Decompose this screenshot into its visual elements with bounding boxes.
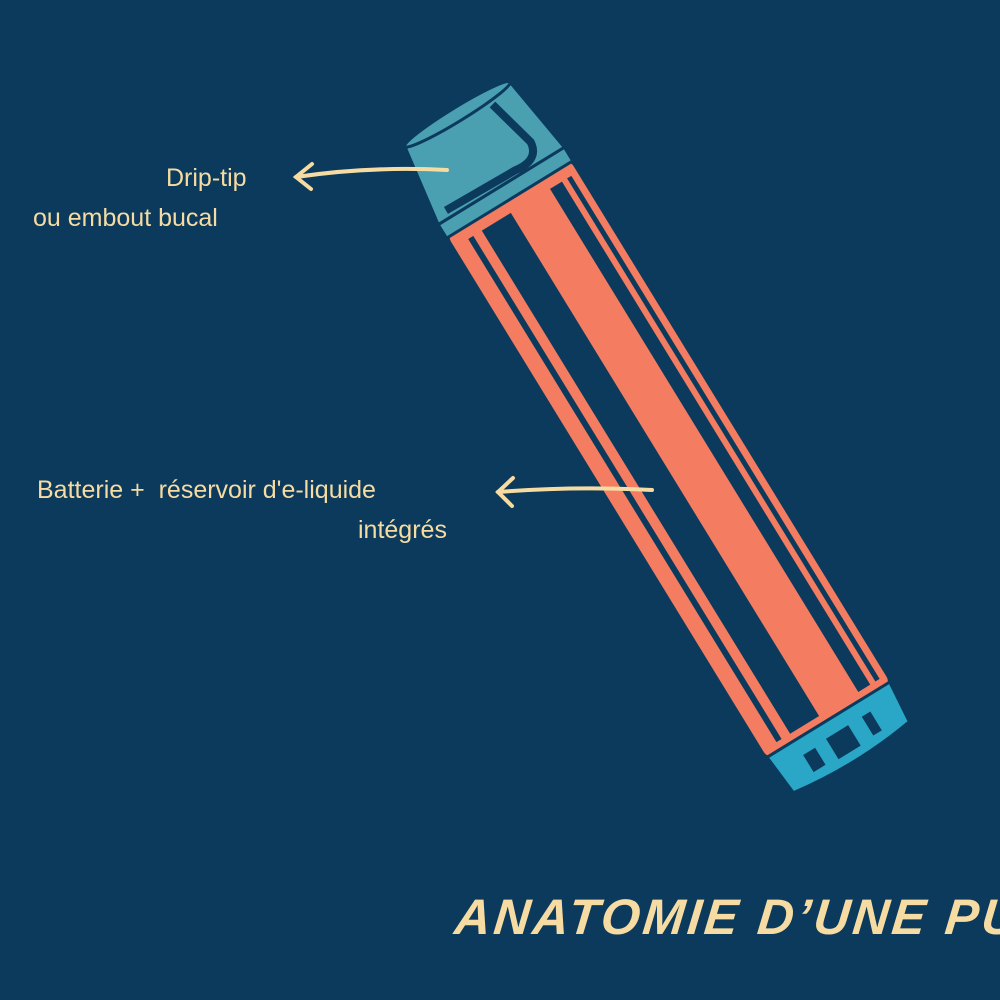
arrow-icon bbox=[495, 476, 654, 508]
mouthpiece-top bbox=[402, 79, 512, 149]
arrow-icon bbox=[292, 162, 449, 191]
drip-tip-sublabel: ou embout bucal bbox=[33, 204, 218, 232]
body-stripe bbox=[567, 175, 880, 682]
battery-sublabel: intégrés bbox=[358, 516, 447, 544]
body-stripe bbox=[550, 181, 871, 692]
battery-label: Batterie + réservoir d'e-liquide bbox=[37, 476, 376, 504]
cap-notch bbox=[861, 711, 882, 736]
cap-notch bbox=[803, 747, 826, 773]
page-title: ANATOMIE D’UNE PUFF bbox=[452, 889, 1000, 945]
body-stripe bbox=[481, 212, 820, 734]
mouthpiece-shading bbox=[443, 101, 538, 214]
cap-notch bbox=[825, 725, 861, 760]
drip-tip-label: Drip-tip bbox=[166, 164, 247, 192]
